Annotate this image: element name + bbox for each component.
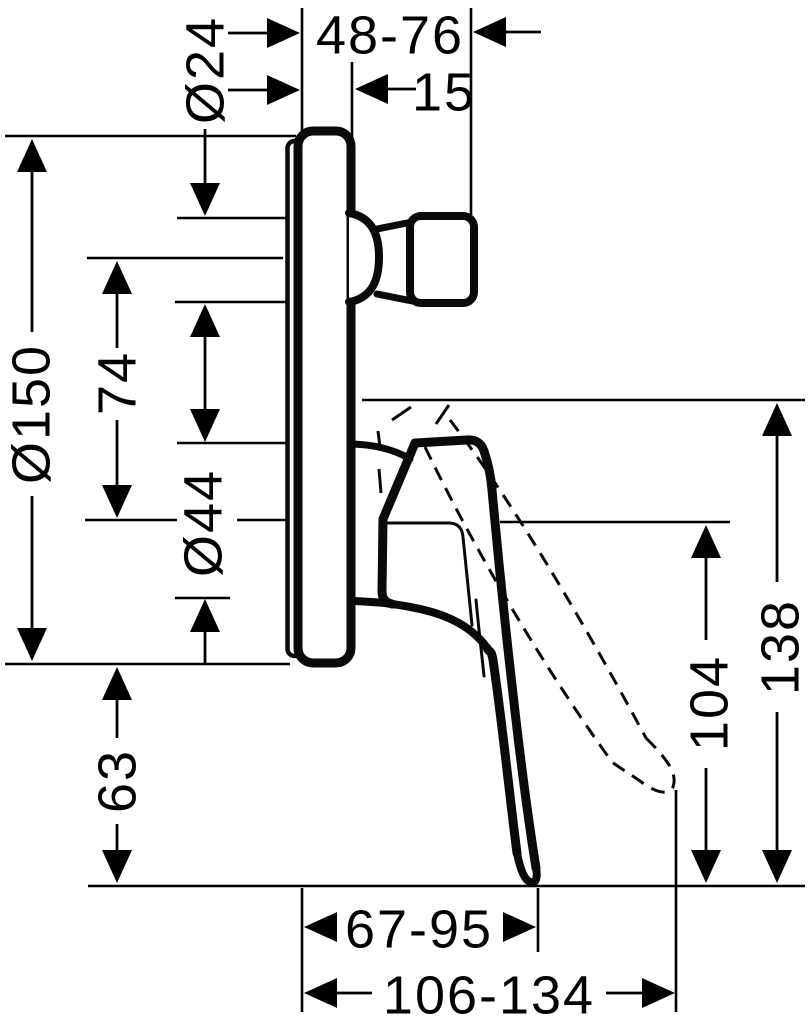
dim-label-plate-to-baseline: 63 [87, 749, 147, 813]
arrowhead-left [473, 17, 506, 47]
dim-label-sleeve-diameter: Ø44 [173, 469, 233, 577]
dashed-knob-top-right [434, 404, 451, 425]
dim-label-install-depth: 48-76 [316, 5, 464, 65]
arrowhead-left [355, 74, 388, 104]
dim-lever-height: 104 [679, 525, 739, 883]
dim-lever-max-reach: 106-134 [304, 965, 675, 1024]
dashed-lever-upper-edge [448, 419, 648, 739]
arrowhead-up [102, 667, 132, 700]
spout-neck-top [373, 218, 416, 233]
arrowhead-up [17, 139, 47, 172]
handle-open-position-dashed [376, 404, 676, 794]
dim-install-depth: 48-76 [228, 5, 541, 65]
dim-sleeve-diameter: Ø44 [173, 409, 233, 664]
arrowhead-right [267, 75, 300, 105]
dim-label-axis-spacing: 74 [87, 351, 147, 415]
dim-label-spout-offset: 15 [412, 62, 476, 122]
arrowhead-right [503, 912, 536, 942]
dim-label-lever-max-height: 138 [750, 599, 809, 695]
dim-lever-reach: 67-95 [304, 899, 536, 959]
handle-lever-front-edge [487, 485, 541, 873]
handle [349, 435, 541, 887]
dim-spout-offset: 15 [228, 62, 476, 122]
arrowhead-up [691, 525, 721, 558]
dim-lever-max-height: 138 [750, 403, 809, 883]
handle-lever-tip [513, 849, 541, 887]
escutcheon-plate [293, 126, 356, 668]
arrowhead-down [691, 850, 721, 883]
arrowhead-down [102, 850, 132, 883]
handle-sleeve-top [349, 440, 414, 463]
dashed-knob-top-left [391, 405, 412, 422]
dashed-lever-tip [611, 736, 676, 794]
escutcheon [285, 126, 356, 668]
dim-plate-diameter: Ø150 [1, 139, 61, 661]
dim-label-lever-max-reach: 106-134 [383, 965, 595, 1024]
arrowhead-right [267, 18, 300, 48]
dim-label-spout-diameter: Ø24 [175, 16, 235, 124]
dim-plate-to-baseline: 63 [87, 667, 147, 883]
dashed-pivot-mark-2 [377, 468, 383, 494]
spout-dome [345, 209, 383, 306]
arrowhead-up [190, 304, 220, 337]
arrowhead-down [762, 850, 792, 883]
spout-body [406, 212, 478, 307]
handle-knob [377, 435, 497, 609]
dim-label-lever-reach: 67-95 [345, 899, 493, 959]
arrowhead-down [190, 409, 220, 442]
spout [345, 209, 478, 307]
handle-knob-bottom [388, 600, 491, 652]
dashed-lever-lower-edge [423, 446, 614, 763]
dashed-pivot-mark-1 [376, 430, 382, 448]
arrowhead-right [642, 978, 675, 1008]
handle-lever-back-edge [482, 643, 522, 858]
arrowhead-left [304, 912, 337, 942]
arrowhead-up [190, 599, 220, 632]
dim-label-plate-diameter: Ø150 [1, 344, 61, 484]
arrowhead-up [762, 403, 792, 436]
extension-lines [5, 8, 805, 1012]
arrowhead-down [17, 628, 47, 661]
arrowhead-down [102, 485, 132, 518]
dim-axis-spacing: 74 [87, 261, 147, 518]
arrowhead-up [102, 261, 132, 294]
spout-neck-bottom [373, 290, 416, 305]
dim-spout-diameter: Ø24 [175, 16, 235, 412]
handle-lever-inner-line [474, 598, 486, 678]
arrowhead-left [304, 978, 337, 1008]
arrowhead-down [190, 183, 220, 216]
handle-sleeve-front [384, 521, 474, 627]
dim-label-lever-height: 104 [679, 655, 739, 751]
